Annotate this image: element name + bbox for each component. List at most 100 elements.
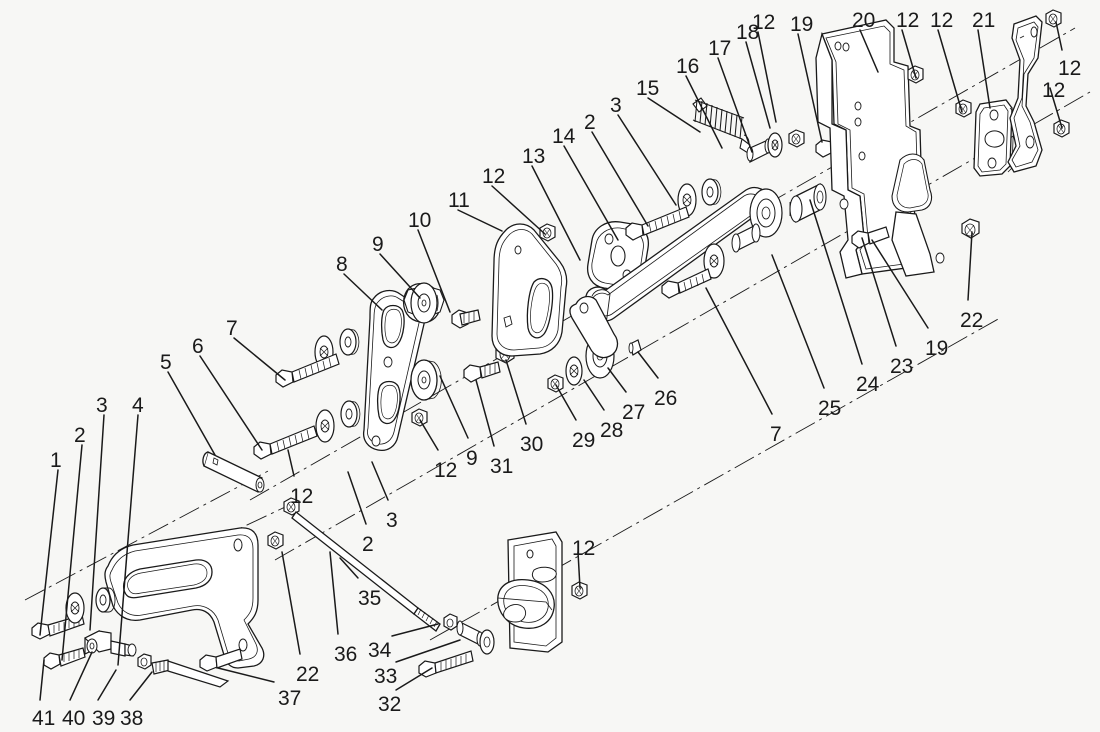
- callout-number-41: 41: [32, 707, 56, 730]
- leader-line-13: [531, 165, 581, 261]
- leader-line-7: [705, 287, 773, 415]
- lock-nut-12-plate: [411, 408, 428, 427]
- leader-line-38: [129, 671, 153, 701]
- callout-number-19: 19: [925, 337, 949, 360]
- leader-line-27: [607, 367, 627, 393]
- callout-number-11: 11: [448, 189, 470, 212]
- leader-line-12: [577, 551, 581, 589]
- leader-line-22: [281, 551, 301, 655]
- right-edge-bracket: [1007, 15, 1043, 173]
- leader-line-12: [901, 29, 917, 79]
- spacer-17: [746, 138, 772, 163]
- leader-line-3: [371, 461, 389, 501]
- leader-line-39: [97, 669, 117, 701]
- leader-line-25: [771, 254, 825, 389]
- leader-line-3: [89, 414, 105, 631]
- leader-line-26: [637, 351, 659, 379]
- callout-number-12: 12: [930, 9, 954, 32]
- bolt-23: [851, 226, 890, 249]
- callout-number-12: 12: [896, 9, 920, 32]
- callout-number-4: 4: [132, 394, 144, 417]
- callout-number-20: 20: [852, 9, 876, 32]
- callout-number-29: 29: [572, 429, 596, 452]
- callout-number-19: 19: [790, 13, 814, 36]
- pivot-arm-plate-assembly: [104, 527, 265, 669]
- leader-line-9: [379, 253, 421, 299]
- callout-number-12: 12: [434, 459, 458, 482]
- callout-number-33: 33: [374, 665, 398, 688]
- leader-lines: [39, 21, 1063, 701]
- callout-number-16: 16: [676, 55, 700, 78]
- pivot-link-27: [569, 295, 619, 359]
- callout-number-3: 3: [96, 394, 108, 417]
- leader-line-20: [859, 29, 879, 73]
- link-plate-8: [362, 289, 426, 452]
- callout-number-38: 38: [120, 707, 144, 730]
- leader-line-15: [647, 97, 701, 133]
- leader-line-12: [757, 31, 777, 123]
- leader-line-18: [745, 41, 771, 129]
- leader-line-19: [797, 33, 823, 143]
- leader-line-31: [475, 379, 495, 447]
- lock-nut-12-right-a: [1045, 9, 1062, 28]
- leader-line-14: [563, 145, 619, 241]
- leader-line-22: [967, 231, 973, 301]
- leader-line-2: [347, 471, 367, 525]
- leader-line-23: [861, 237, 897, 347]
- leader-line-19: [871, 239, 929, 329]
- leader-line-11: [457, 209, 503, 232]
- bushing-3-lower: [340, 400, 361, 428]
- bolt-7-upper: [275, 353, 340, 388]
- lock-nut-12-lower-right: [571, 581, 588, 600]
- spacer-collar-25: [731, 223, 761, 253]
- callout-number-12: 12: [1042, 79, 1066, 102]
- callout-number-34: 34: [368, 639, 392, 662]
- threaded-stud-38: [151, 659, 230, 688]
- callout-number-31: 31: [490, 455, 514, 478]
- bushing-3-upperright: [701, 178, 722, 206]
- callout-number-24: 24: [856, 373, 880, 396]
- control-rod-35: [291, 511, 441, 632]
- latch-plate-21: [973, 99, 1015, 177]
- callout-number-26: 26: [654, 387, 678, 410]
- callout-number-27: 27: [622, 401, 646, 424]
- flange-nut-22-plate: [267, 531, 284, 550]
- pin-26: [628, 339, 642, 356]
- leader-line-21: [977, 29, 991, 109]
- callout-number-39: 39: [92, 707, 116, 730]
- callout-number-7: 7: [226, 317, 238, 340]
- leader-line-8: [343, 273, 383, 311]
- leader-line-33: [395, 639, 461, 663]
- leader-line-2: [591, 131, 649, 227]
- washer-rod-end: [479, 629, 495, 655]
- leader-line-35: [339, 557, 359, 579]
- leader-line-41: [39, 659, 45, 701]
- washer-2-lower: [315, 409, 335, 443]
- callout-number-36: 36: [334, 643, 358, 666]
- washer-28: [565, 356, 583, 386]
- callout-number-17: 17: [708, 37, 732, 60]
- callout-number-12: 12: [1058, 57, 1082, 80]
- callout-number-23: 23: [890, 355, 914, 378]
- callout-number-2: 2: [584, 111, 596, 134]
- rod-end-bracket-36: [497, 531, 563, 653]
- spacer-tube-5: [202, 451, 265, 493]
- leader-line-16: [685, 75, 723, 149]
- leader-line-7: [233, 337, 286, 381]
- washer-2-left: [65, 592, 85, 624]
- callout-number-32: 32: [378, 693, 402, 716]
- block-clamp-40: [83, 630, 137, 657]
- callout-number-1: 1: [50, 449, 62, 472]
- callout-number-37: 37: [278, 687, 302, 710]
- leader-line-12: [287, 449, 295, 477]
- mounting-plate-11: [491, 223, 568, 357]
- washer-big-25: [703, 243, 725, 279]
- leader-line-28: [583, 379, 605, 411]
- flange-nut-22-lower: [283, 497, 300, 516]
- lock-nut-34: [443, 613, 458, 631]
- callout-number-22: 22: [296, 663, 320, 686]
- leader-line-36: [329, 551, 339, 635]
- callout-number-12: 12: [482, 165, 506, 188]
- callout-number-21: 21: [972, 9, 996, 32]
